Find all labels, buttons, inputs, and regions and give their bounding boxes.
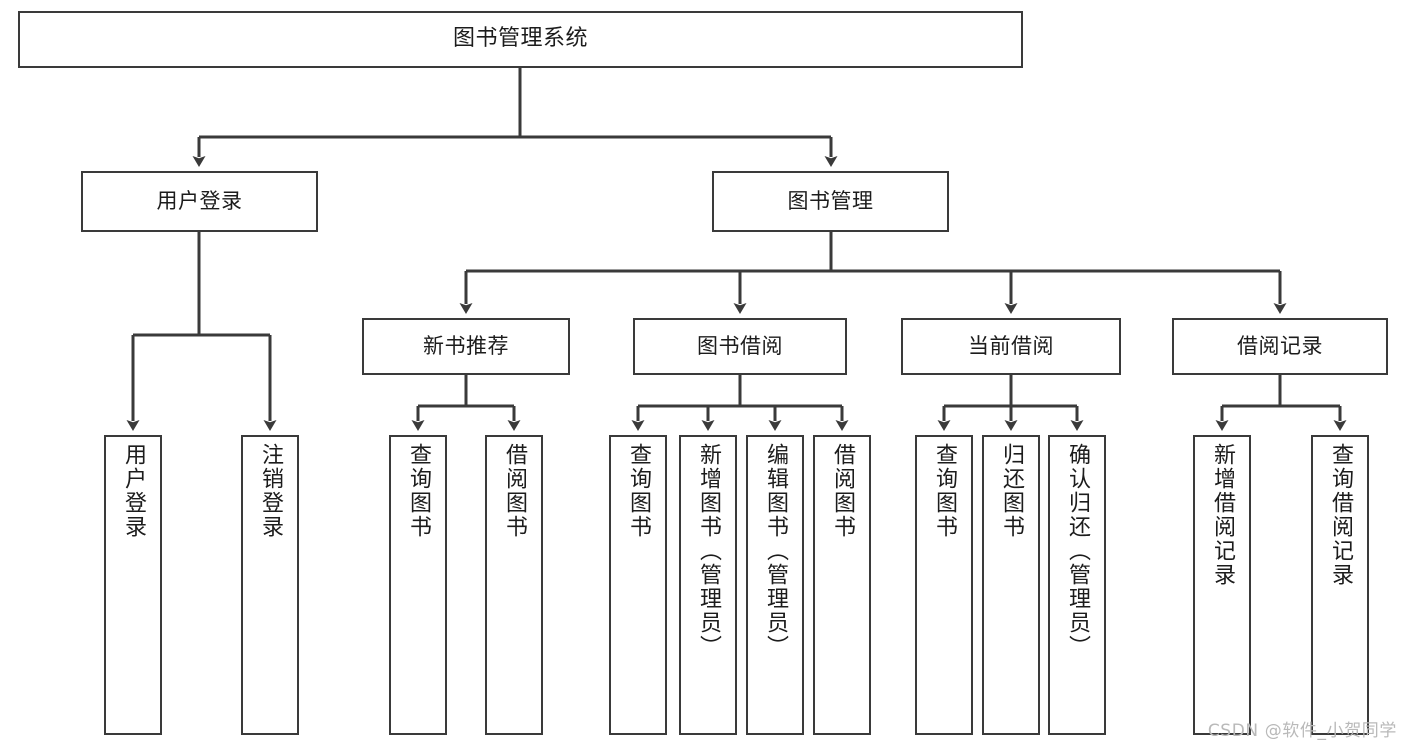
node-label: 借阅图书 <box>830 443 855 539</box>
node-book-borrow[interactable]: 图书借阅 <box>633 318 847 375</box>
node-label: 查询图书 <box>406 443 431 539</box>
leaf-borrow-add-book-admin[interactable]: 新增图书（管理员） <box>679 435 737 735</box>
node-label: 新增借阅记录 <box>1210 443 1235 587</box>
node-label: 新增图书（管理员） <box>696 443 721 659</box>
node-label: 查询图书 <box>932 443 957 539</box>
watermark-text: CSDN @软件_小贺同学 <box>1207 721 1397 741</box>
node-label: 新书推荐 <box>423 333 509 358</box>
leaf-user-login-login[interactable]: 用户登录 <box>104 435 162 735</box>
node-label: 图书管理 <box>787 188 874 213</box>
leaf-borrow-borrow-book[interactable]: 借阅图书 <box>813 435 871 735</box>
node-book-management[interactable]: 图书管理 <box>712 171 949 232</box>
node-label: 查询图书 <box>626 443 651 539</box>
leaf-current-query-book[interactable]: 查询图书 <box>915 435 973 735</box>
node-new-book-recommend[interactable]: 新书推荐 <box>362 318 570 375</box>
leaf-records-query-record[interactable]: 查询借阅记录 <box>1311 435 1369 735</box>
node-label: 用户登录 <box>156 188 243 213</box>
node-current-borrow[interactable]: 当前借阅 <box>901 318 1121 375</box>
node-label: 查询借阅记录 <box>1328 443 1353 587</box>
leaf-records-add-record[interactable]: 新增借阅记录 <box>1193 435 1251 735</box>
node-label: 当前借阅 <box>968 333 1054 358</box>
leaf-borrow-query-book[interactable]: 查询图书 <box>609 435 667 735</box>
node-label: 编辑图书（管理员） <box>763 443 788 659</box>
leaf-borrow-edit-book-admin[interactable]: 编辑图书（管理员） <box>746 435 804 735</box>
node-user-login[interactable]: 用户登录 <box>81 171 318 232</box>
node-label: 注销登录 <box>258 443 283 539</box>
node-label: 归还图书 <box>999 443 1024 539</box>
node-label: 用户登录 <box>121 443 146 539</box>
node-borrow-records[interactable]: 借阅记录 <box>1172 318 1388 375</box>
node-label: 图书管理系统 <box>452 26 588 52</box>
node-label: 借阅记录 <box>1237 333 1323 358</box>
node-root-system[interactable]: 图书管理系统 <box>18 11 1023 68</box>
leaf-user-login-logout[interactable]: 注销登录 <box>241 435 299 735</box>
node-label: 借阅图书 <box>502 443 527 539</box>
node-label: 确认归还（管理员） <box>1065 443 1090 659</box>
leaf-current-return-book[interactable]: 归还图书 <box>982 435 1040 735</box>
leaf-new-book-query[interactable]: 查询图书 <box>389 435 447 735</box>
leaf-new-book-borrow[interactable]: 借阅图书 <box>485 435 543 735</box>
leaf-current-confirm-return-admin[interactable]: 确认归还（管理员） <box>1048 435 1106 735</box>
node-label: 图书借阅 <box>697 333 783 358</box>
